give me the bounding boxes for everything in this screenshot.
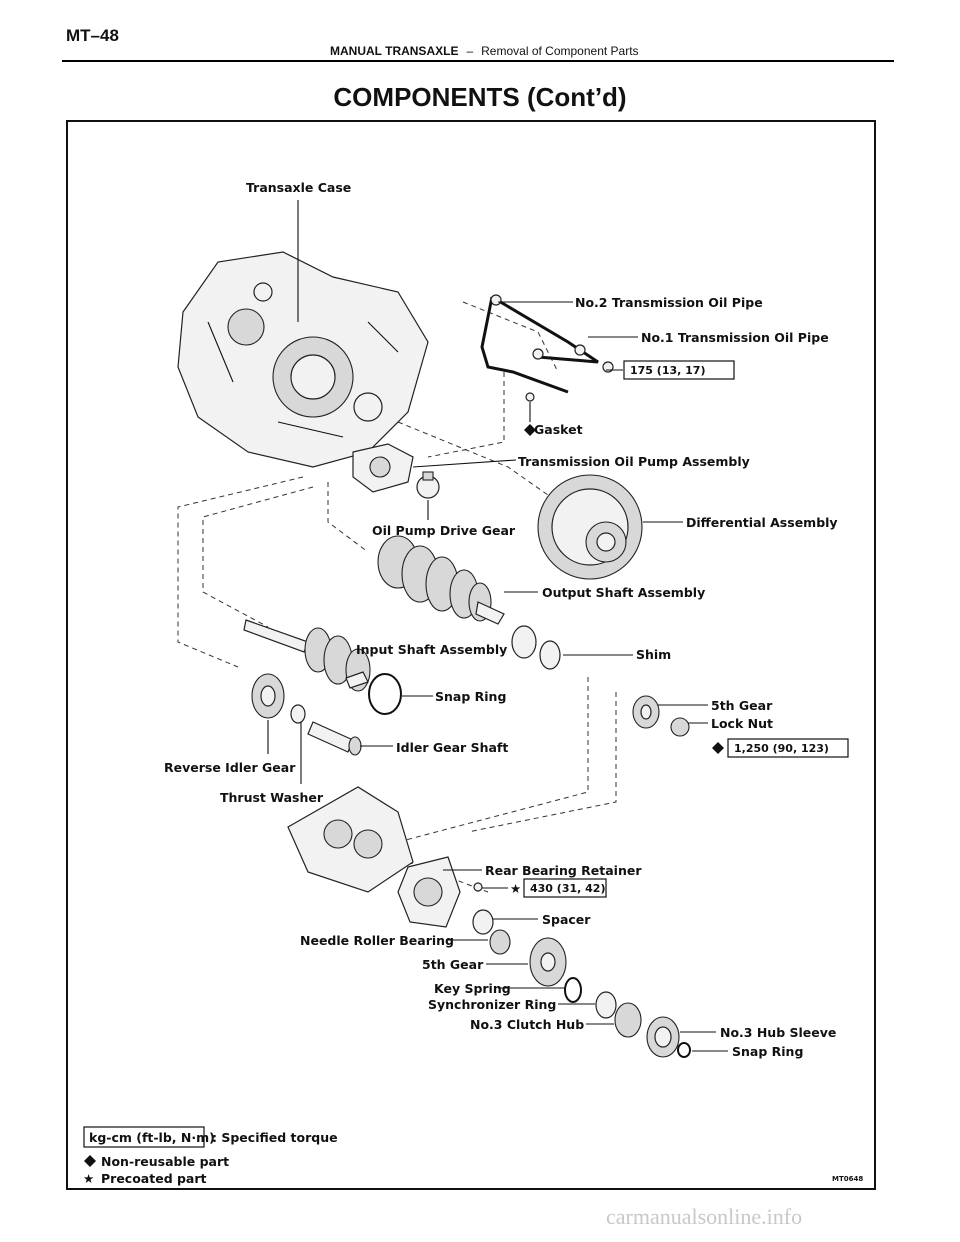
label-output-shaft-assembly: Output Shaft Assembly — [542, 585, 705, 600]
label-shim: Shim — [636, 647, 671, 662]
label-fifth-gear-1: 5th Gear — [711, 698, 773, 713]
label-no1-oil-pipe: No.1 Transmission Oil Pipe — [641, 330, 829, 345]
legend-unit-box: kg-cm (ft-lb, N·m) — [89, 1130, 215, 1145]
label-idler-gear-shaft: Idler Gear Shaft — [396, 740, 508, 755]
non-reusable-diamond-icon — [524, 424, 536, 436]
torque-spec-lock-nut: 1,250 (90, 123) — [712, 738, 849, 758]
oil-pump-drawing — [352, 443, 440, 499]
label-snap-ring-2: Snap Ring — [732, 1044, 803, 1059]
label-key-spring: Key Spring — [434, 981, 511, 996]
section-title: MANUAL TRANSAXLE — [330, 44, 459, 58]
input-shaft-drawing — [243, 619, 371, 692]
label-fifth-gear-2: 5th Gear — [422, 957, 484, 972]
label-thrust-washer: Thrust Washer — [220, 790, 324, 805]
lock-nut-diamond-icon — [712, 742, 724, 754]
header-rule — [62, 60, 894, 62]
label-differential-assembly: Differential Assembly — [686, 515, 838, 530]
rear-housing-drawing — [287, 786, 691, 1058]
label-oil-pump-drive-gear: Oil Pump Drive Gear — [372, 523, 516, 538]
legend-specified-torque: : Specified torque — [212, 1130, 338, 1145]
legend-star-icon: ★ — [83, 1171, 94, 1186]
legend-non-reusable: Non-reusable part — [101, 1154, 229, 1169]
legend: kg-cm (ft-lb, N·m) : Specified torque No… — [83, 1126, 338, 1186]
running-header: MANUAL TRANSAXLE–Removal of Component Pa… — [330, 44, 639, 58]
legend-precoated: Precoated part — [101, 1171, 207, 1186]
label-gasket: Gasket — [534, 422, 583, 437]
output-shaft-drawing — [377, 535, 505, 625]
label-oil-pump-assembly: Transmission Oil Pump Assembly — [518, 454, 750, 469]
torque-retainer-text: 430 (31, 42) — [530, 882, 605, 895]
label-needle-roller-bearing: Needle Roller Bearing — [300, 933, 454, 948]
subsection-title: Removal of Component Parts — [481, 44, 639, 58]
label-no3-clutch-hub: No.3 Clutch Hub — [470, 1017, 584, 1032]
label-snap-ring-1: Snap Ring — [435, 689, 506, 704]
leader-lines — [267, 200, 728, 1052]
torque-lock-nut-text: 1,250 (90, 123) — [734, 742, 829, 755]
torque-spec-retainer: ★ 430 (31, 42) — [510, 878, 607, 898]
torque-spec-oil-pipe: 175 (13, 17) — [623, 360, 735, 380]
label-rear-bearing-retainer: Rear Bearing Retainer — [485, 863, 642, 878]
page-number: MT–48 — [66, 26, 119, 45]
transaxle-case-drawing — [177, 251, 429, 468]
label-no3-hub-sleeve: No.3 Hub Sleeve — [720, 1025, 836, 1040]
label-input-shaft-assembly: Input Shaft Assembly — [356, 642, 507, 657]
precoated-star-icon: ★ — [510, 881, 521, 896]
shim-and-snap-ring-drawing — [368, 625, 561, 715]
label-synchronizer-ring: Synchronizer Ring — [428, 997, 556, 1012]
components-diagram-frame: Transaxle Case No.2 Transmission Oil Pip… — [66, 120, 876, 1190]
fifth-gear-lock-nut-drawing — [632, 695, 690, 737]
label-no2-oil-pipe: No.2 Transmission Oil Pipe — [575, 295, 763, 310]
legend-diamond-icon — [84, 1155, 96, 1167]
reverse-idler-drawing — [251, 673, 362, 756]
oil-pipe-drawing — [480, 294, 614, 402]
figure-code: MT0648 — [832, 1175, 863, 1183]
torque-oil-pipe-text: 175 (13, 17) — [630, 364, 705, 377]
header-separator: – — [466, 44, 474, 58]
differential-drawing — [537, 474, 643, 580]
label-spacer: Spacer — [542, 912, 591, 927]
part-labels: Transaxle Case No.2 Transmission Oil Pip… — [164, 180, 838, 1059]
assembly-guide-lines — [177, 301, 617, 893]
exploded-view-diagram: Transaxle Case No.2 Transmission Oil Pip… — [83, 180, 863, 1186]
label-lock-nut: Lock Nut — [711, 716, 773, 731]
label-transaxle-case: Transaxle Case — [246, 180, 351, 195]
footer-watermark: carmanualsonline.info — [606, 1204, 803, 1229]
label-reverse-idler-gear: Reverse Idler Gear — [164, 760, 296, 775]
page-title: COMPONENTS (Cont’d) — [333, 82, 627, 112]
